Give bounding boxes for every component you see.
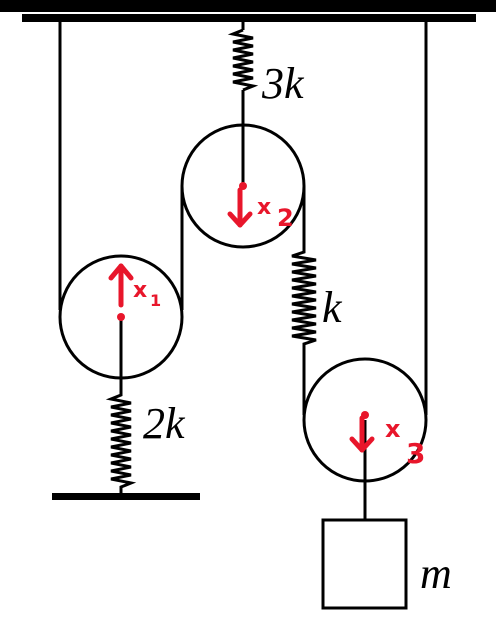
label-m: m [420, 549, 452, 598]
annotation-x2: x [257, 195, 271, 220]
mass-block [321, 518, 408, 610]
spring-3k [227, 28, 259, 92]
pulley-left-center [117, 313, 125, 321]
label-k: k [322, 283, 343, 332]
label-3k: 3k [261, 59, 305, 108]
annotation-x3-sub: 3 [406, 437, 425, 470]
spring-k [291, 245, 317, 350]
label-2k: 2k [143, 399, 186, 448]
pulley-top [180, 123, 306, 249]
annotation-x3: x [385, 415, 401, 443]
floor-bar [52, 493, 200, 500]
annotation-x2-sub: 2 [277, 204, 294, 232]
spring-2k [105, 385, 137, 493]
figure-background [0, 12, 496, 632]
annotation-x1-sub: 1 [150, 291, 161, 310]
annotation-x1: x [133, 278, 147, 303]
ceiling [22, 14, 476, 22]
